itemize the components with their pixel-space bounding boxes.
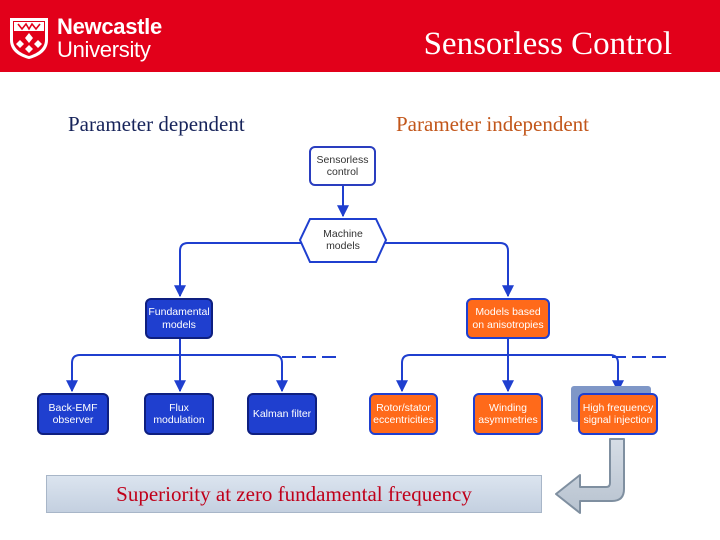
node-fundamental-models: Fundamental models [145, 298, 213, 339]
slide-title: Sensorless Control [423, 26, 672, 62]
node-sensorless-control: Sensorless control [309, 146, 376, 186]
crest-icon [10, 18, 48, 59]
superiority-callout: Superiority at zero fundamental frequenc… [46, 475, 542, 513]
node-kalman-filter: Kalman filter [247, 393, 317, 435]
left-column-heading: Parameter dependent [68, 112, 245, 136]
bent-arrow-icon [555, 438, 625, 514]
university-logo: Newcastle University [5, 10, 175, 66]
node-flux-modulation: Flux modulation [144, 393, 214, 435]
node-back-emf-observer: Back-EMF observer [37, 393, 109, 435]
header-bar: Newcastle University Sensorless Control [0, 0, 720, 72]
right-column-heading: Parameter independent [396, 112, 589, 136]
node-anisotropy-models: Models based on anisotropies [466, 298, 550, 339]
node-winding-asymmetries: Winding asymmetries [473, 393, 543, 435]
logo-text-line1: Newcastle [57, 14, 162, 39]
node-rotor-stator-eccentricities: Rotor/stator eccentricities [369, 393, 438, 435]
node-hf-signal-injection: High frequency signal injection [578, 393, 658, 435]
logo-text-line2: University [57, 37, 151, 62]
node-machine-models: Machine models [323, 227, 363, 252]
